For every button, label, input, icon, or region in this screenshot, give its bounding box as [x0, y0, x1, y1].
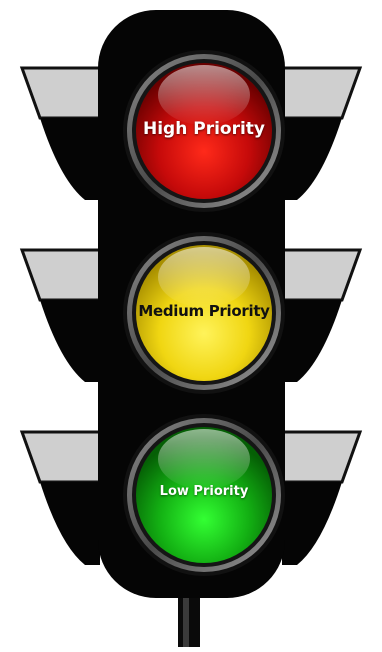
- visor-left-3: [22, 432, 100, 482]
- visor-left-1: [22, 68, 100, 118]
- pole: [178, 590, 200, 647]
- visor-right-1: [282, 68, 360, 118]
- visor-right-3: [282, 432, 360, 482]
- visor-right-2: [282, 250, 360, 300]
- visor-left-2: [22, 250, 100, 300]
- low-priority-label: Low Priority: [160, 484, 249, 499]
- high-priority-label: High Priority: [143, 119, 265, 139]
- medium-priority-label: Medium Priority: [138, 302, 269, 320]
